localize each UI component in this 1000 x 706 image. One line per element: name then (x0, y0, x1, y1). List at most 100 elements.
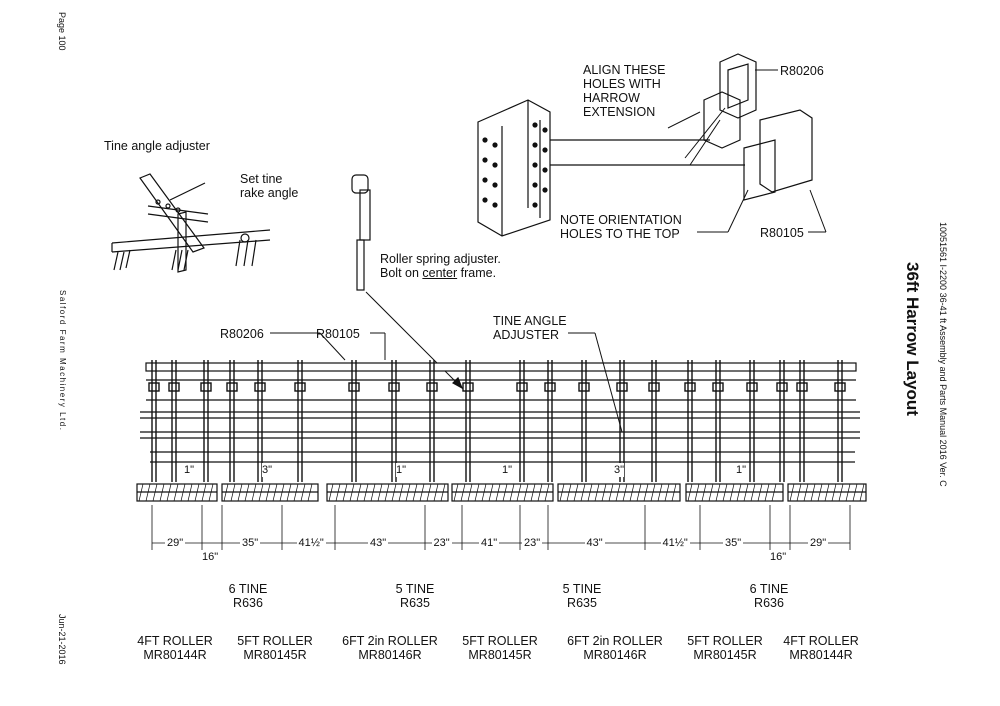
align-holes-label: ALIGN THESE HOLES WITH HARROW EXTENSION (583, 63, 665, 119)
tine-post (684, 360, 696, 482)
tine-post (796, 360, 808, 482)
note-orientation-label: NOTE ORIENTATION HOLES TO THE TOP (560, 213, 682, 241)
roller-assemblies (136, 483, 867, 502)
spacing-dimension: 16" (200, 550, 221, 564)
tine-angle-adjuster-label: TINE ANGLE ADJUSTER (493, 314, 567, 342)
tine-group-part: R635 (400, 596, 430, 610)
tine-post (834, 360, 846, 482)
part-label-r80105-mid: R80105 (316, 327, 360, 341)
roller-spring-text-a: Bolt on (380, 266, 423, 280)
part-label-r80206-top: R80206 (780, 64, 824, 78)
roller-spring-line2: Bolt on center frame. (380, 266, 501, 280)
spacing-dimension: 41" (479, 536, 500, 550)
tine-group-part: R636 (233, 596, 263, 610)
tine-group-part: R636 (754, 596, 784, 610)
roller-gap-dimension: 1" (396, 463, 407, 477)
roller-gap-dimension: 3" (614, 463, 625, 477)
roller-gap-dimension: 1" (502, 463, 513, 477)
roller (451, 483, 554, 502)
roller-spring-line1: Roller spring adjuster. (380, 252, 501, 266)
align-line4: EXTENSION (583, 105, 656, 119)
spacing-dimension: 35" (240, 536, 261, 550)
tine-post (648, 360, 660, 482)
align-line2: HOLES WITH (583, 77, 661, 91)
tine-post (294, 360, 306, 482)
spacing-dimension: 41½" (296, 536, 326, 550)
harrow-frame (140, 362, 860, 463)
roller (136, 483, 218, 502)
part-label-r80206-mid: R80206 (220, 327, 264, 341)
roller-part: 4FT ROLLER MR80144R (130, 634, 220, 662)
roller-part-number: MR80144R (789, 648, 853, 662)
set-tine-line2: rake angle (240, 186, 299, 200)
tine-post (544, 360, 556, 482)
spacing-dimension: 35" (723, 536, 744, 550)
tine-post (226, 360, 238, 482)
roller (326, 483, 449, 502)
roller-spring-label: Roller spring adjuster. Bolt on center f… (380, 252, 501, 280)
tine-post (712, 360, 724, 482)
part-label-r80105-top: R80105 (760, 226, 804, 240)
tine-post (168, 360, 180, 482)
tine-posts (148, 360, 846, 482)
roller-part: 6FT 2in ROLLER MR80146R (560, 634, 670, 662)
tine-post (578, 360, 590, 482)
spacing-dimension: 43" (368, 536, 389, 550)
tine-group-count: 5 TINE (395, 582, 435, 596)
roller-spring-adjuster (351, 174, 464, 390)
roller-part-number: MR80145R (693, 648, 757, 662)
spacing-dimension: 16" (768, 550, 789, 564)
tine-group-part: R635 (567, 596, 597, 610)
note-line1: NOTE ORIENTATION (560, 213, 682, 227)
roller-gap-dimension: 3" (262, 463, 273, 477)
tine-post (776, 360, 788, 482)
tine-post (254, 360, 266, 482)
tine-group-count: 6 TINE (749, 582, 789, 596)
tine-post (616, 360, 628, 482)
roller-size: 6FT 2in ROLLER (342, 634, 438, 648)
set-tine-label: Set tine rake angle (240, 172, 298, 200)
tine-group: 5 TINE R635 (375, 582, 455, 610)
roller-part-number: MR80145R (243, 648, 307, 662)
spacing-dimension: 23" (431, 536, 452, 550)
roller-spring-text-center: center (422, 266, 458, 280)
tine-post (148, 360, 160, 482)
roller-part: 5FT ROLLER MR80145R (455, 634, 545, 662)
roller-size: 5FT ROLLER (237, 634, 313, 648)
align-line3: HARROW (583, 91, 640, 105)
spacing-dimensions (151, 505, 851, 550)
spacing-dimension: 41½" (660, 536, 690, 550)
roller (221, 483, 319, 502)
roller-part-number: MR80145R (468, 648, 532, 662)
tine-group: 5 TINE R635 (542, 582, 622, 610)
tine-post (200, 360, 212, 482)
tine-group: 6 TINE R636 (208, 582, 288, 610)
tine-post (516, 360, 528, 482)
spacing-dimension: 43" (584, 536, 605, 550)
set-tine-line1: Set tine (240, 172, 283, 186)
tine-group-count: 6 TINE (228, 582, 268, 596)
tine-group-count: 5 TINE (562, 582, 602, 596)
roller-size: 6FT 2in ROLLER (567, 634, 663, 648)
note-line2: HOLES TO THE TOP (560, 227, 680, 241)
tine-angle-line1: TINE ANGLE (493, 314, 567, 328)
roller-spring-text-c: frame. (457, 266, 497, 280)
roller-gap-dimension: 1" (184, 463, 195, 477)
tine-group: 6 TINE R636 (729, 582, 809, 610)
roller (787, 483, 867, 502)
roller-gap-dimension: 1" (736, 463, 747, 477)
tine-post (388, 360, 400, 482)
roller (685, 483, 784, 502)
roller-size: 4FT ROLLER (137, 634, 213, 648)
spacing-dimension: 29" (165, 536, 186, 550)
tine-adjuster-detail (111, 173, 271, 273)
roller-part-number: MR80144R (143, 648, 207, 662)
roller-size: 4FT ROLLER (783, 634, 859, 648)
roller-part: 5FT ROLLER MR80145R (680, 634, 770, 662)
tine-angle-line2: ADJUSTER (493, 328, 559, 342)
spacing-dimension: 23" (522, 536, 543, 550)
roller-size: 5FT ROLLER (687, 634, 763, 648)
tine-post (426, 360, 438, 482)
roller-part: 6FT 2in ROLLER MR80146R (335, 634, 445, 662)
